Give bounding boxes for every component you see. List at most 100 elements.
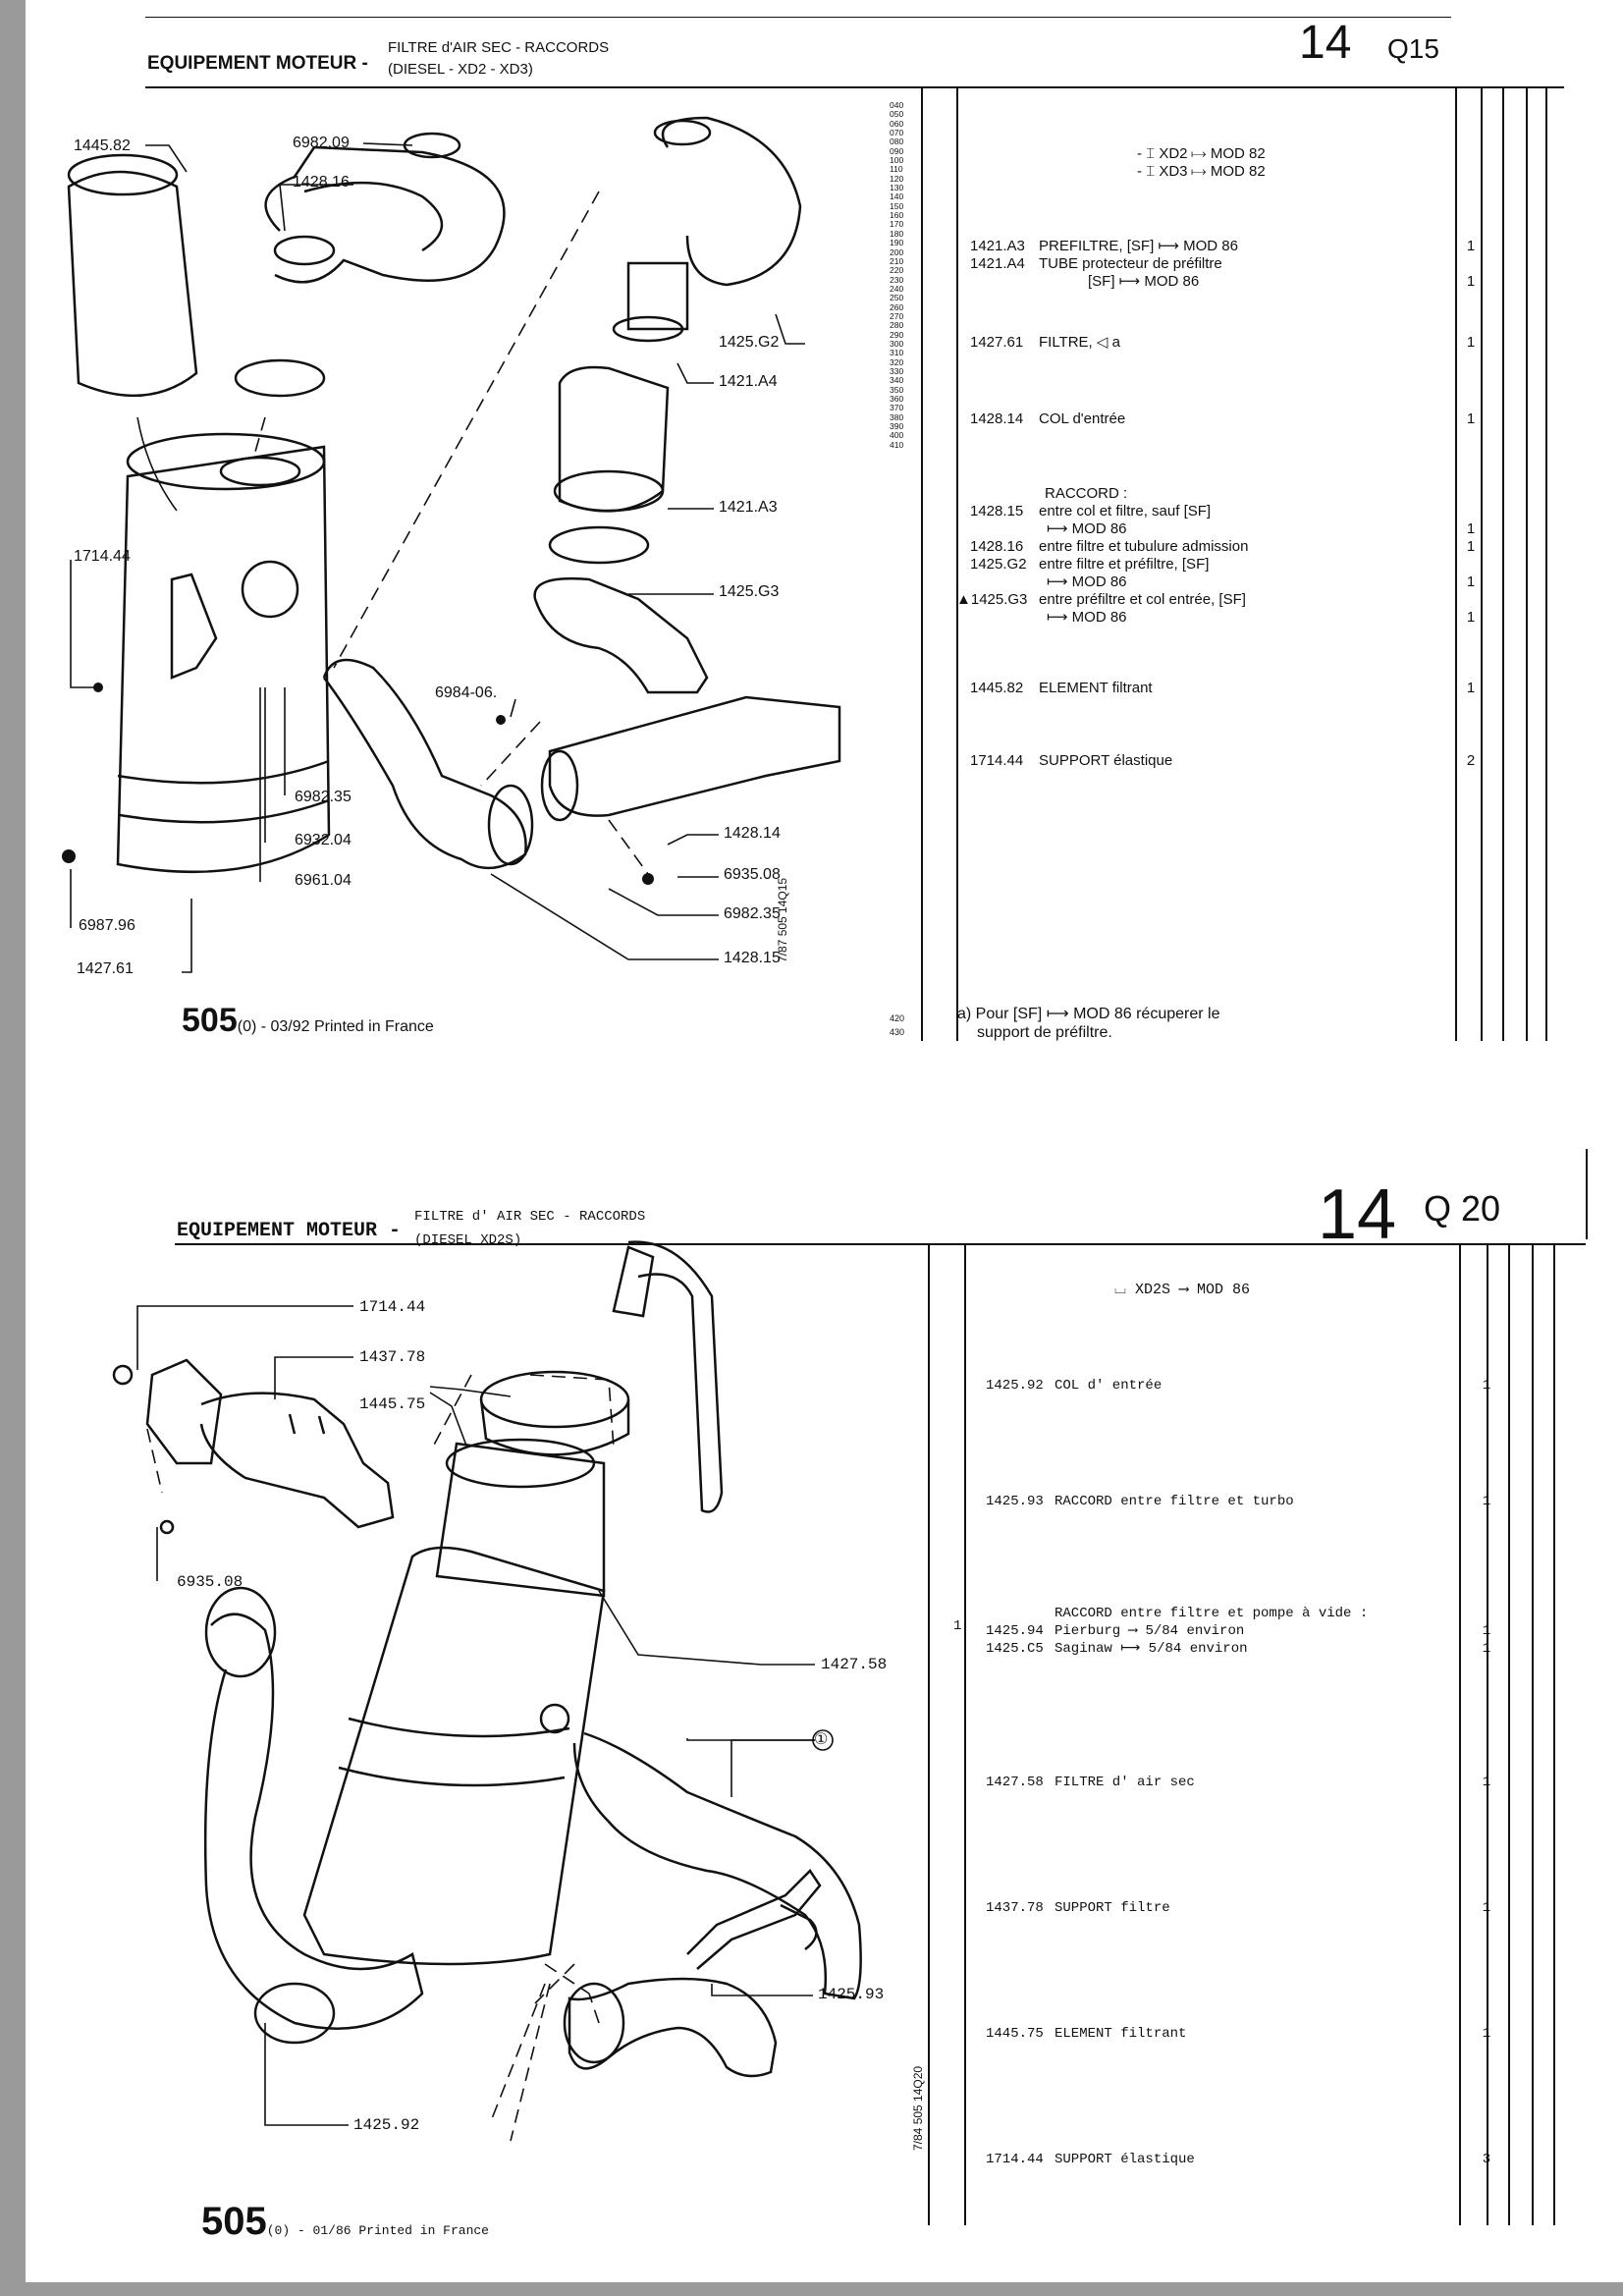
callout-6982-09: 6982.09 xyxy=(293,135,350,151)
part-qty xyxy=(1461,485,1481,503)
callout-6982-35-b: 6982.35 xyxy=(724,905,781,922)
part-qty xyxy=(1461,556,1481,574)
part-code: 1714.44 xyxy=(970,752,1024,769)
footer-model: 505(0) - 03/92 Printed in France xyxy=(182,1002,434,1040)
callout-1714-44: 1714.44 xyxy=(359,1298,426,1316)
prefilter-drawing xyxy=(558,365,670,513)
callout-1428-15: 1428.15 xyxy=(724,950,781,966)
part-code: 1428.14 xyxy=(970,410,1024,427)
page-title: EQUIPEMENT MOTEUR - xyxy=(147,53,368,74)
col-entree-drawing xyxy=(203,1613,424,2030)
part-description: COL d' entrée xyxy=(1055,1378,1163,1394)
part-code: 1428.15 xyxy=(970,503,1024,519)
part-description: ELEMENT filtrant xyxy=(1055,2026,1187,2042)
part-qty xyxy=(1461,255,1481,273)
part-qty: 1 xyxy=(1466,273,1476,290)
part-description: Pierburg ⟶ 5/84 environ xyxy=(1055,1623,1245,1639)
callout-circle-1: ① xyxy=(814,1731,829,1748)
part-description: [SF] ⟼ MOD 86 xyxy=(1088,273,1200,290)
part-qty xyxy=(1461,591,1481,609)
parts-sheet-bottom: EQUIPEMENT MOTEUR - FILTRE d' AIR SEC - … xyxy=(0,1139,1623,2283)
filter-element-drawing xyxy=(67,170,198,398)
plate-number: Q15 xyxy=(1387,33,1439,64)
list-item: [SF] ⟼ MOD 86 1 xyxy=(970,273,1481,291)
intake-neck-drawing xyxy=(548,695,841,817)
parts-list-top: 1421.A3 PREFILTRE, [SF] ⟼ MOD 86 1 1421.A4… xyxy=(956,238,1481,770)
part-description: entre col et filtre, sauf [SF] xyxy=(1039,503,1212,519)
line-numbers: 040 050 060 070 080 090 100 110 120 130 … xyxy=(890,100,904,450)
list-item: 1445.75 ELEMENT filtrant 1 xyxy=(986,2025,1496,2043)
part-qty: 1 xyxy=(1482,2026,1491,2042)
part-qty: 2 xyxy=(1466,752,1476,769)
part-code: 1445.75 xyxy=(986,2026,1044,2042)
scan-border-bottom xyxy=(0,2282,1623,2296)
part-code: 1445.82 xyxy=(970,680,1024,696)
callout-1428-16: 1428.16 xyxy=(293,174,350,191)
footer-model-number: 505 xyxy=(201,2200,267,2243)
callout-1425-g3: 1425.G3 xyxy=(719,583,780,600)
part-code xyxy=(986,1605,1055,1622)
part-code: 1714.44 xyxy=(986,2152,1044,2167)
footer-model-number: 505 xyxy=(182,1002,238,1039)
part-qty: 1 xyxy=(1482,1623,1491,1639)
page-subtitle-2: (DIESEL - XD2 - XD3) xyxy=(388,61,533,78)
part-description: ELEMENT filtrant xyxy=(1039,680,1153,696)
part-qty: 1 xyxy=(1466,574,1476,590)
part-qty: 1 xyxy=(1482,1378,1491,1394)
part-code: 1421.A3 xyxy=(970,238,1025,254)
part-description: Saginaw ⟼ 5/84 environ xyxy=(1055,1641,1248,1657)
part-description: SUPPORT filtre xyxy=(1055,1900,1170,1916)
callout-1427-58: 1427.58 xyxy=(821,1656,888,1673)
part-description: ⟼ MOD 86 xyxy=(1047,520,1127,537)
filter-canister-drawing xyxy=(302,1546,606,1966)
part-qty: 1 xyxy=(1482,1494,1491,1509)
footer-print-info: (0) - 03/92 Printed in France xyxy=(237,1018,434,1035)
scan-border-left xyxy=(0,0,26,2296)
callout-6982-35-a: 6982.35 xyxy=(295,789,352,805)
part-code: 1421.A4 xyxy=(970,255,1025,272)
vertical-reference: 7/84 505 14Q20 xyxy=(911,2065,925,2151)
part-description: PREFILTRE, [SF] ⟼ MOD 86 xyxy=(1039,238,1238,254)
vacuum-hose-drawing xyxy=(572,1731,862,2000)
callout-6984-06: 6984-06. xyxy=(435,684,498,701)
callout-1425-92: 1425.92 xyxy=(353,2116,420,2134)
line-numbers-end: 420 430 xyxy=(890,1013,905,1037)
callout-1714-44: 1714.44 xyxy=(74,548,131,565)
part-code xyxy=(970,574,1039,591)
applicability-2: - ⌶ XD3 ⟼ MOD 82 xyxy=(1137,163,1266,180)
list-item: RACCORD entre filtre et pompe à vide : xyxy=(986,1605,1496,1622)
part-qty: 1 xyxy=(1482,1641,1491,1657)
callout-1445-82: 1445.82 xyxy=(74,137,131,154)
callout-1445-75: 1445.75 xyxy=(359,1395,426,1413)
header-rule xyxy=(175,1243,1586,1245)
callout-1421-a4: 1421.A4 xyxy=(719,373,778,390)
callout-6935-08: 6935.08 xyxy=(724,866,781,883)
applicability-1: - ⌶ XD2 ⟼ MOD 82 xyxy=(1137,145,1266,162)
part-qty: 1 xyxy=(1466,538,1476,555)
part-description: ⟼ MOD 86 xyxy=(1047,609,1127,626)
callout-1437-78: 1437.78 xyxy=(359,1348,426,1366)
footer-print-info: (0) - 01/86 Printed in France xyxy=(266,2223,489,2238)
page-subtitle: FILTRE d' AIR SEC - RACCORDS xyxy=(414,1209,646,1225)
callout-6932-04: 6932.04 xyxy=(295,832,352,848)
applicability: ⌴ XD2S ⟶ MOD 86 xyxy=(1114,1282,1251,1298)
callout-6961-04: 6961.04 xyxy=(295,872,352,889)
callout-6987-96: 6987.96 xyxy=(79,917,135,934)
part-qty: 3 xyxy=(1482,2152,1491,2167)
header-rule xyxy=(145,86,1564,88)
filter-element-drawing xyxy=(435,1442,606,1598)
exploded-diagram-bottom xyxy=(112,1240,862,2142)
footer-model: 505(0) - 01/86 Printed in France xyxy=(201,2200,489,2244)
